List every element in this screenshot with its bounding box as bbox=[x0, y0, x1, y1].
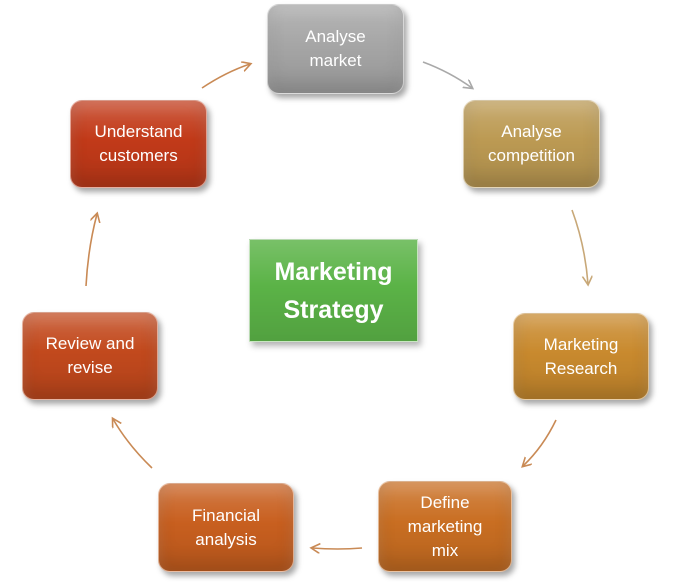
step-marketing-research: Marketing Research bbox=[513, 313, 649, 400]
arrow-competition-to-research bbox=[571, 209, 588, 284]
arrow-market-to-competition bbox=[422, 61, 472, 88]
step-review-and-revise: Review and revise bbox=[22, 312, 158, 400]
step-analyse-market: Analyse market bbox=[267, 4, 404, 94]
arrow-research-to-mix bbox=[523, 419, 557, 466]
arrow-customers-to-market bbox=[201, 64, 250, 89]
center-marketing-strategy: Marketing Strategy bbox=[249, 239, 418, 342]
step-define-marketing-mix: Define marketing mix bbox=[378, 481, 512, 572]
step-financial-analysis: Financial analysis bbox=[158, 483, 294, 572]
arrow-mix-to-financial bbox=[312, 548, 363, 549]
step-analyse-competition: Analyse competition bbox=[463, 100, 600, 188]
arrow-financial-to-review bbox=[113, 419, 153, 469]
arrow-review-to-customers bbox=[85, 214, 97, 287]
step-understand-customers: Understand customers bbox=[70, 100, 207, 188]
